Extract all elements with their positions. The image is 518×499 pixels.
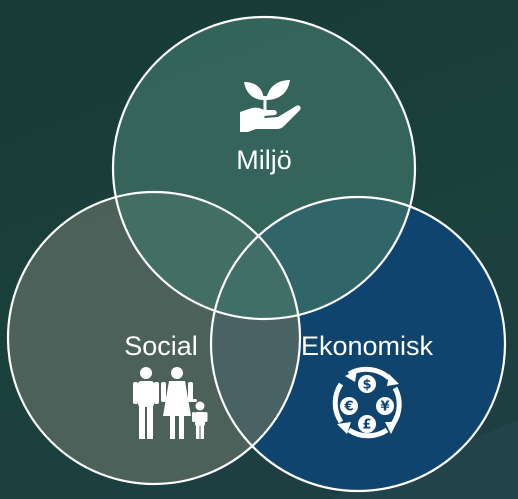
circle-label-ekonomisk: Ekonomisk	[300, 331, 434, 361]
circle-social-outline	[6, 190, 302, 486]
svg-text:€: €	[343, 400, 353, 415]
circle-miljo	[113, 17, 415, 319]
currency-exchange-icon: $ € ¥ £	[332, 366, 402, 439]
hand-plant-icon	[240, 80, 301, 132]
circle-label-miljo: Miljö	[236, 145, 292, 175]
svg-text:$: $	[362, 378, 371, 393]
svg-text:¥: ¥	[380, 400, 389, 415]
circle-miljo-outline	[111, 15, 417, 321]
family-icon	[133, 367, 208, 439]
circle-ekonomisk-outline	[209, 195, 507, 493]
svg-text:£: £	[362, 418, 371, 433]
circle-label-social: Social	[124, 331, 198, 361]
